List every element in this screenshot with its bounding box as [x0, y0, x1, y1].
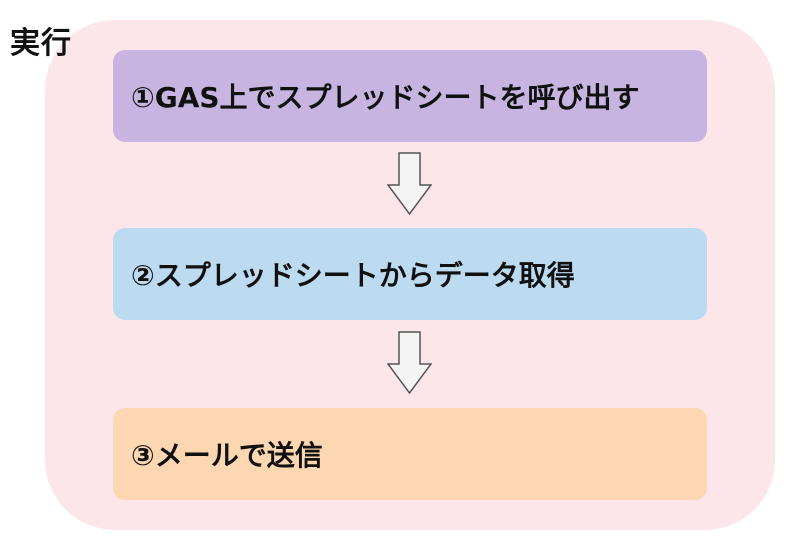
down-arrow-icon: [387, 331, 432, 395]
step-1-label: ①GAS上でスプレッドシートを呼び出す: [131, 81, 640, 114]
down-arrow-icon: [387, 152, 432, 216]
step-3-box: ③メールで送信: [113, 408, 707, 500]
step-3-label: ③メールで送信: [131, 439, 323, 472]
step-2-box: ②スプレッドシートからデータ取得: [113, 228, 707, 320]
step-2-label: ②スプレッドシートからデータ取得: [131, 259, 575, 292]
step-1-box: ①GAS上でスプレッドシートを呼び出す: [113, 50, 707, 142]
group-title: 実行: [10, 26, 72, 61]
